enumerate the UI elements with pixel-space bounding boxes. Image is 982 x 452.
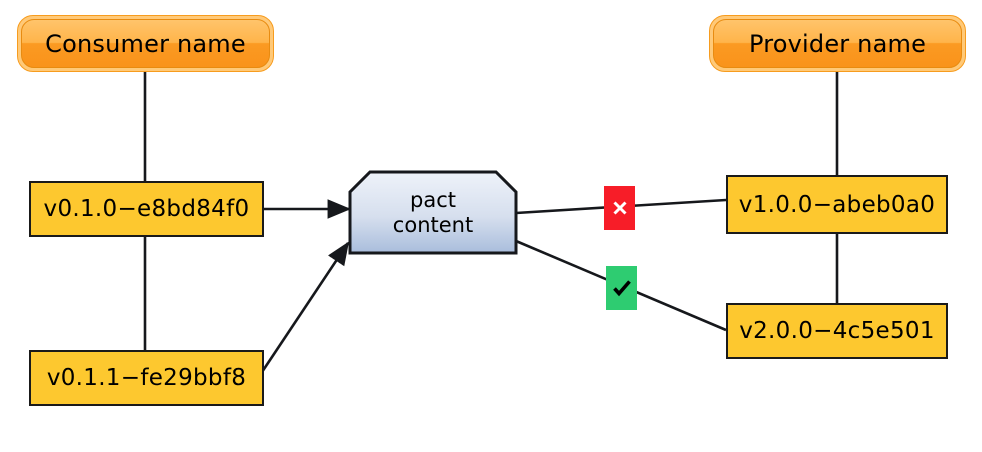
consumer-header-label: Consumer name (45, 29, 246, 58)
pact-content-node[interactable]: pact content (350, 172, 516, 253)
verification-passed-badge[interactable] (606, 266, 637, 310)
provider-header-label: Provider name (748, 29, 927, 58)
check-icon (612, 280, 631, 297)
provider-header[interactable]: Provider name (709, 15, 966, 72)
cross-icon (612, 201, 627, 215)
pact-content-line-1: pact (410, 187, 456, 212)
provider-version-0[interactable]: v1.0.0−abeb0a0 (726, 175, 948, 234)
pact-content-line-2: content (392, 212, 474, 237)
pact-content-label: pact content (393, 188, 473, 238)
consumer-version-1-label: v0.1.1−fe29bbf8 (46, 365, 247, 391)
pact-content-shape (348, 170, 518, 255)
consumer-version-1[interactable]: v0.1.1−fe29bbf8 (29, 350, 264, 406)
provider-version-1[interactable]: v2.0.0−4c5e501 (726, 303, 948, 359)
provider-version-1-label: v2.0.0−4c5e501 (739, 318, 935, 344)
consumer-header-inner: Consumer name (21, 19, 270, 68)
consumer-header[interactable]: Consumer name (17, 15, 274, 72)
provider-version-0-label: v1.0.0−abeb0a0 (738, 191, 936, 218)
verification-failed-badge[interactable] (604, 186, 635, 230)
consumer-version-0-label: v0.1.0−e8bd84f0 (43, 196, 250, 222)
provider-header-inner: Provider name (713, 19, 962, 68)
edge-v011-to-pact (260, 241, 350, 373)
consumer-version-0[interactable]: v0.1.0−e8bd84f0 (29, 181, 264, 237)
